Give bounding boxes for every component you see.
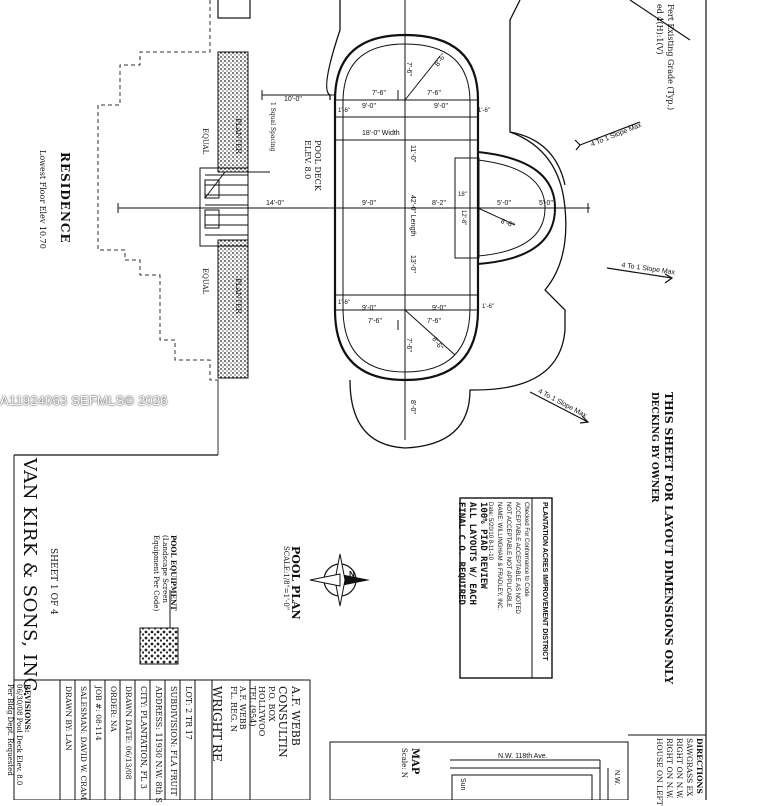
dim-left-setback: 14'-0" (266, 200, 284, 207)
floor-elevation: Lowest Floor Elev 10.70 (38, 150, 47, 249)
dim-row-bot-b: 7'-6" (427, 318, 441, 325)
location-map-lines (329, 741, 629, 800)
north-label: N (349, 570, 355, 579)
dim-row-top2-b: 9'-0" (434, 103, 448, 110)
dim-top-setback: 10'-0" (284, 96, 302, 103)
planter-bottom (217, 239, 249, 379)
dim-row-top-b: 7'-6" (427, 90, 441, 97)
north-arrow (309, 553, 370, 607)
tb-firm: A.F. WEBB CONSULTIN P.O. BOX HOLLYWOO TE… (229, 686, 302, 758)
dim-length: 42'-0" Length (409, 195, 416, 237)
map-title: MAP (409, 748, 420, 775)
tb-address: ADDRESS: 11930 N.W. 8th S (154, 686, 163, 803)
spa-step-note: 1 Squal Spacing (269, 102, 276, 152)
dim-misc-6: 12'-8" (460, 210, 466, 226)
sheet-number: SHEET 1 OF 4 (48, 548, 58, 615)
dim-row-bot2-a: 9'-0" (362, 305, 376, 312)
planter-label-bottom: PLANTER (234, 278, 242, 314)
tb-order: ORDER: NA (109, 686, 118, 732)
residence-outline (97, 0, 219, 455)
directions: DIRECTIONS SAWGRASS EX RIGHT ON N.W. RIG… (655, 738, 704, 806)
tb-lot: LOT: 2 TR 17 (184, 686, 193, 740)
title-block-lines (13, 454, 311, 800)
map-road-side: N.W. (613, 770, 620, 786)
map-scale: Scale: N (400, 748, 408, 778)
equal-label-bottom: EQUAL (201, 268, 209, 295)
map-sub: Sun (459, 778, 466, 791)
revisions-block: REVISIONS: 06/30/08 Pool Deck Elev. 8.0 … (6, 684, 32, 786)
dim-row-mid-c: 5'-0" (497, 200, 511, 207)
existing-grade-note: Fert Existing Grade (Typ.) ed 4(H):1(V) (655, 4, 675, 111)
dim-row-top-a: 7'-6" (372, 90, 386, 97)
pool-plan-scale: SCALE:1/8"=1'-0" (282, 546, 290, 611)
stamp-header: PLANTATION ACRES IMPROVEMENT DISTRICT (541, 502, 548, 661)
pool-deck-outline (326, 0, 567, 449)
pool-water-line (342, 43, 471, 373)
pool-deck-elevation: POOL DECK ELEV. 8.0 (303, 140, 322, 191)
map-road: N.W. 118th Ave. (498, 753, 548, 760)
tb-job: JOB #: 08-114 (94, 686, 103, 741)
tb-subdivision: SUBDIVISION: FLA FRUIT (169, 686, 178, 796)
dim-row-top2-a: 9'-0" (362, 103, 376, 110)
planter-top (217, 51, 249, 173)
equal-label-top: EQUAL (201, 128, 209, 155)
tb-owner: WRIGHT RE (210, 686, 224, 762)
tb-drawn-by: DRAWN BY: LAN (64, 686, 73, 751)
dim-radius-top: 7'-6" (405, 62, 412, 76)
slope-arrows (529, 0, 691, 424)
pool-equipment-note: POOL EQUIPMENT (Landscape Screen Equipme… (152, 535, 178, 612)
dim-misc-5: 18" (458, 192, 467, 198)
dim-row-mid-b: 8'-2" (432, 200, 446, 207)
dim-bottom-setback: 8'-0" (409, 400, 416, 414)
dim-misc-1: 1'-6" (338, 108, 350, 114)
dim-row-mid-a: 9'-0" (362, 200, 376, 207)
stamp-handwriting: 100% PIAD REVIEW ALL LAYOUTS W/ EACH FIN… (456, 502, 488, 605)
dim-center-bottom: 13'-0" (409, 255, 416, 273)
entry-steps (199, 167, 270, 247)
dim-row-bot-a: 7'-6" (368, 318, 382, 325)
mls-watermark: A11924063 SEFMLS© 2026 (0, 393, 168, 408)
tb-drawn-date: DRAWN DATE: 06/13/08 (124, 686, 133, 780)
dim-misc-2: 1'-6" (478, 108, 490, 114)
stamp-lines: Checked For Conformance to Code ACCEPTAB… (487, 502, 529, 614)
dim-row-mid-d: 5'-0" (539, 200, 553, 207)
dim-radius-bottom: 7'-6" (405, 338, 412, 352)
tb-salesman: SALESMAN: DAVID W. CRAM (79, 686, 88, 800)
equipment-pad (139, 627, 179, 665)
dim-misc-3: 1'-6" (338, 300, 350, 306)
dim-misc-4: 1'-6" (482, 304, 494, 310)
dim-width: 18'-0" Width (362, 130, 400, 137)
layout-note: THIS SHEET FOR LAYOUT DIMENSIONS ONLY DE… (649, 392, 675, 685)
planter-label-top: PLANTER (234, 118, 242, 154)
company-name: VAN KIRK & SONS, INC. (19, 458, 40, 698)
dim-center-top: 11'-0" (409, 145, 416, 163)
dim-row-bot2-b: 9'-0" (432, 305, 446, 312)
pool-plan-title: POOL PLAN (289, 546, 302, 620)
tb-city: CITY: PLANTATION, FL 3 (139, 686, 148, 789)
residence-title: RESIDENCE (58, 152, 72, 244)
approval-stamp-box (459, 497, 553, 679)
